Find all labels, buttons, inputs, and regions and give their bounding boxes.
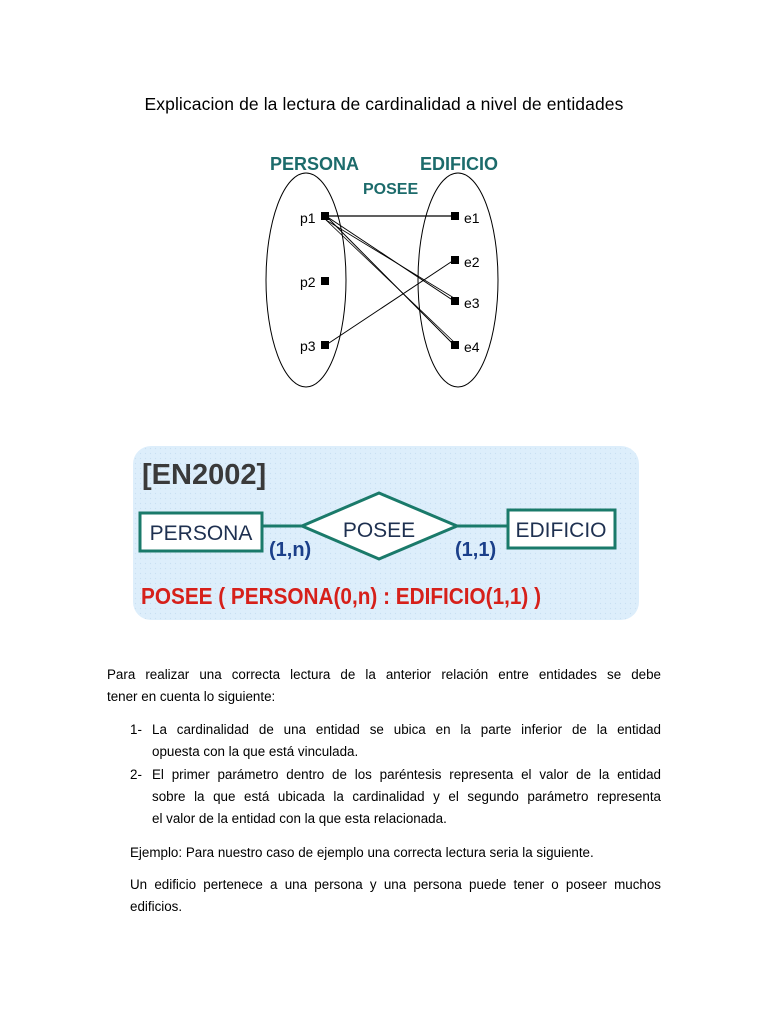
er-entity-persona-label: PERSONA [150, 522, 253, 545]
set-left-ellipse [265, 172, 347, 388]
er-entity-persona [138, 511, 264, 553]
set-membership-diagram: PERSONA EDIFICIO POSEE p1 p2 p3 e1 e2 e3… [265, 154, 499, 388]
er-card-left: (1,n) [269, 539, 311, 561]
list-item-2-line-1: El primer parámetro dentro de los parént… [152, 767, 661, 782]
item-e1: e1 [464, 210, 480, 226]
er-entity-edificio-label: EDIFICIO [515, 519, 606, 542]
conclusion-line-1: Un edificio pertenece a una persona y un… [130, 877, 661, 892]
item-p3: p3 [300, 338, 316, 354]
set-right-ellipse [417, 172, 499, 388]
er-entity-edificio [506, 508, 617, 550]
page-title: Explicacion de la lectura de cardinalida… [144, 94, 624, 114]
link-p3-e2 [325, 259, 455, 346]
intro-line-2: tener en cuenta lo siguiente: [107, 689, 276, 704]
er-card-right: (1,1) [455, 539, 496, 561]
mark-e3 [451, 297, 459, 305]
item-p1: p1 [300, 210, 316, 226]
conclusion-line-2: edificios. [130, 899, 183, 914]
item-e4: e4 [464, 339, 480, 355]
mark-e1 [451, 212, 459, 220]
set-entity-left-label: PERSONA [270, 154, 359, 174]
er-relation-label: POSEE [343, 519, 415, 542]
item-e2: e2 [464, 254, 480, 270]
list-item-1-line-1: La cardinalidad de una entidad se ubica … [152, 722, 661, 737]
link-p1-e3-b [325, 219, 455, 299]
mark-e2 [451, 256, 459, 264]
intro-line-1: Para realizar una correcta lectura de la… [107, 667, 661, 682]
item-p2: p2 [300, 274, 316, 290]
list-item-1-line-2: opuesta con la que está vinculada. [152, 744, 359, 759]
link-p1-e3 [325, 215, 455, 302]
mark-p3 [321, 341, 329, 349]
link-p1-e4-b [325, 219, 455, 343]
mark-e4 [451, 341, 459, 349]
mark-p1 [321, 212, 329, 220]
set-relation-label: POSEE [363, 181, 418, 198]
er-diagram-panel: [EN2002] PERSONA POSEE EDIFICIO (1,n) (1… [133, 446, 639, 620]
er-tag: [EN2002] [142, 459, 266, 491]
er-formula: POSEE ( PERSONA(0,n) : EDIFICIO(1,1) ) [141, 583, 541, 609]
list-item-1-number: 1- [130, 722, 142, 737]
list-item-2-line-2: sobre la que está ubicada la cardinalida… [152, 789, 661, 804]
example-sentence: Ejemplo: Para nuestro caso de ejemplo un… [130, 845, 594, 860]
list-item-2-number: 2- [130, 767, 142, 782]
er-relation-diamond [298, 491, 461, 561]
list-item-2-line-3: el valor de la entidad con la que esta r… [152, 811, 447, 826]
item-e3: e3 [464, 295, 480, 311]
mark-p2 [321, 277, 329, 285]
set-entity-right-label: EDIFICIO [420, 154, 498, 174]
